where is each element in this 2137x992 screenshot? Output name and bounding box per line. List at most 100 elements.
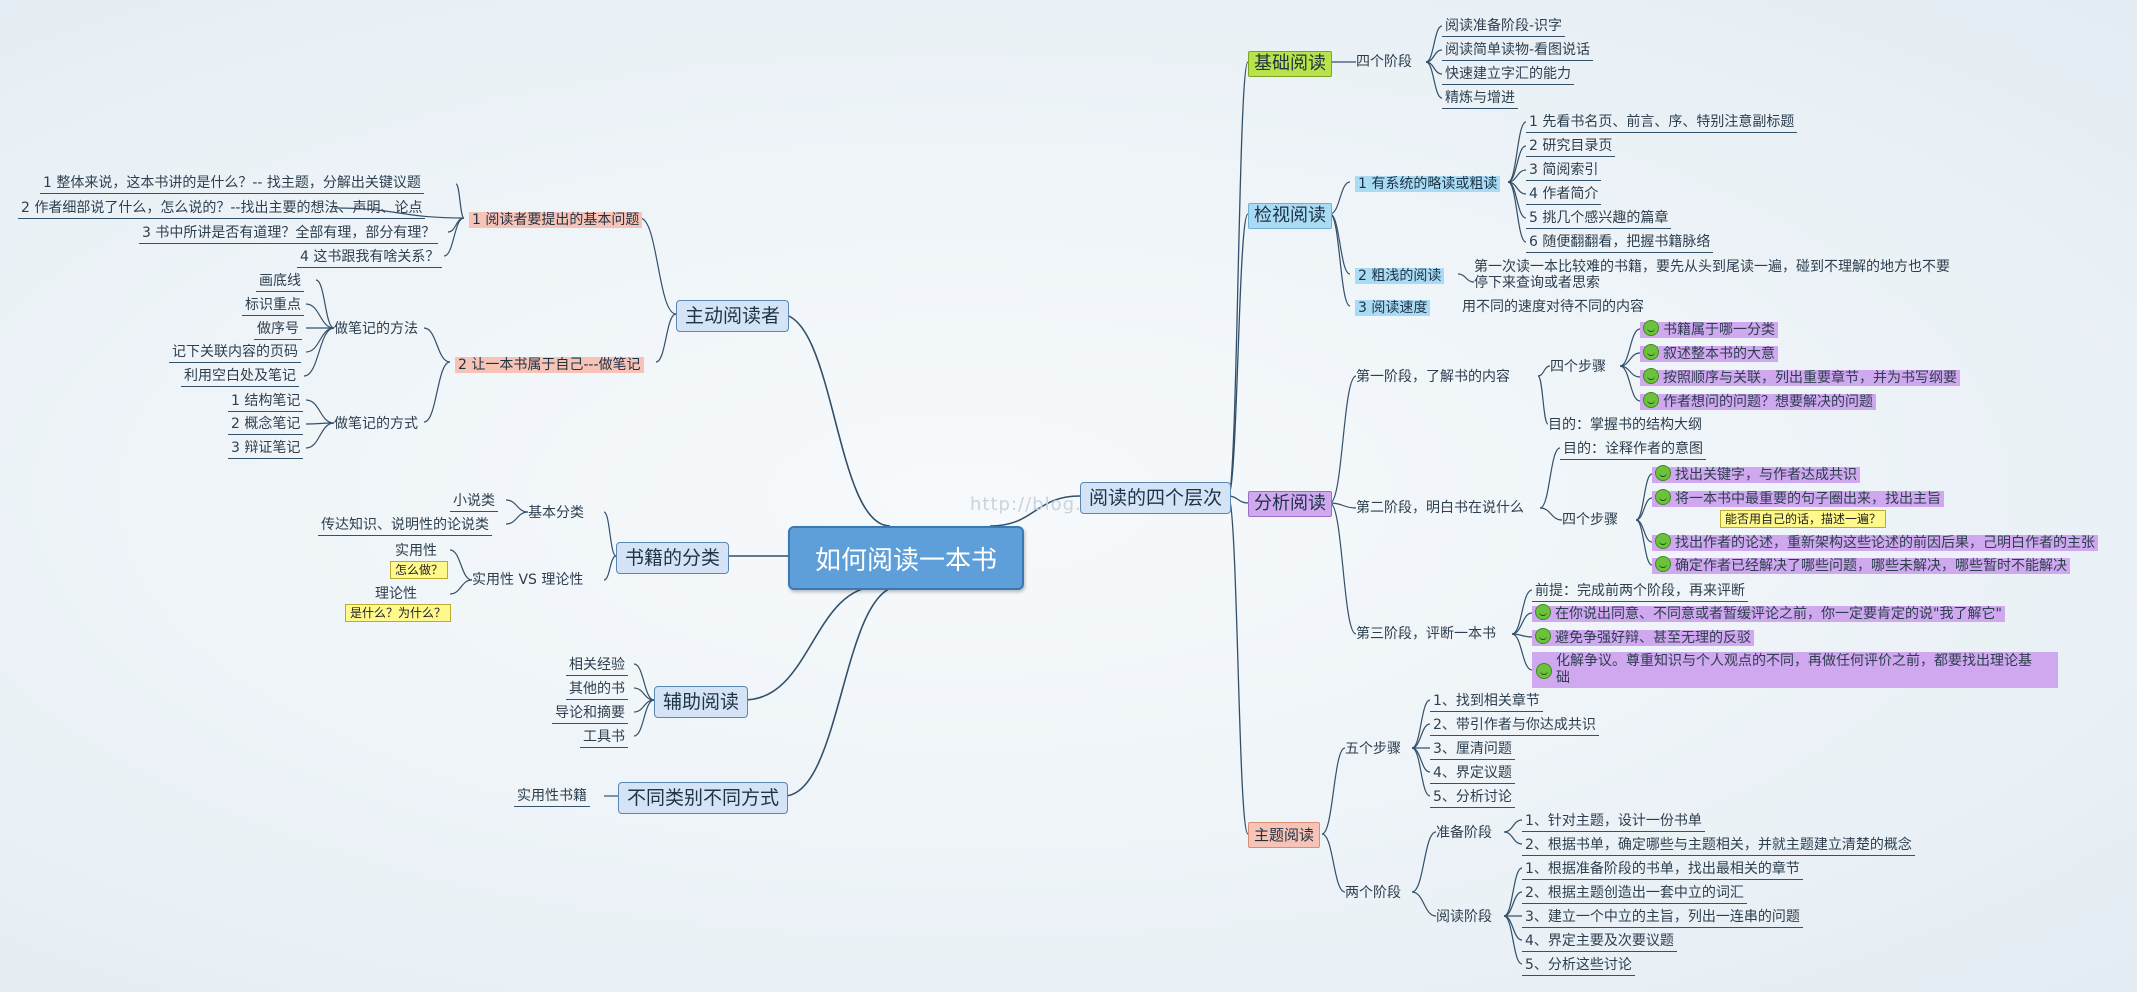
method-item: 做序号 bbox=[254, 320, 302, 340]
connector bbox=[333, 207, 465, 219]
phase3-item: 在你说出同意、不同意或者暂缓评论之前，你一定要肯定的说"我了解它" bbox=[1532, 604, 2005, 623]
connector bbox=[1329, 502, 1357, 509]
smiley-icon bbox=[1643, 344, 1659, 360]
speed-text: 用不同的速度对待不同的内容 bbox=[1462, 299, 1644, 315]
connector bbox=[1321, 833, 1346, 893]
node-practical-vs-theory[interactable]: 实用性 VS 理论性 bbox=[472, 572, 584, 588]
phase1-step: 叙述整本书的大意 bbox=[1640, 344, 1778, 363]
node-superficial[interactable]: 2 粗浅的阅读 bbox=[1350, 264, 1449, 288]
phase2-step: 确定作者已经解决了哪些问题，哪些未解决，哪些暂时不能解决 bbox=[1652, 556, 2070, 575]
node-take-notes[interactable]: 2 让一本书属于自己---做笔记 bbox=[450, 353, 649, 377]
five-step-item: 1、找到相关章节 bbox=[1430, 692, 1543, 712]
superficial-text: 第一次读一本比较难的书籍，要先从头到尾读一遍，碰到不理解的地方也不要 bbox=[1474, 259, 1950, 275]
node-phase1-steps[interactable]: 四个步骤 bbox=[1550, 359, 1606, 375]
connector bbox=[315, 279, 335, 329]
method-item: 记下关联内容的页码 bbox=[169, 343, 301, 363]
read-item: 5、分析这些讨论 bbox=[1522, 956, 1635, 976]
skim-item: 6 随便翻翻看，把握书籍脉络 bbox=[1526, 233, 1714, 253]
phase3-item: 化解争议。尊重知识与个人观点的不同，再做任何评价之前，都要找出理论基 础 bbox=[1532, 652, 2058, 688]
node-topical-reading[interactable]: 主题阅读 bbox=[1248, 822, 1321, 848]
skim-item: 3 简阅索引 bbox=[1526, 161, 1602, 181]
connector bbox=[1503, 915, 1523, 941]
node-active-reader[interactable]: 主动阅读者 bbox=[676, 300, 790, 332]
connector bbox=[1411, 699, 1431, 749]
read-item: 3、建立一个中立的主旨，列出一连串的问题 bbox=[1522, 908, 1803, 928]
node-inspectional-reading[interactable]: 检视阅读 bbox=[1248, 203, 1332, 229]
connector bbox=[1227, 213, 1249, 497]
node-basic-category[interactable]: 基本分类 bbox=[528, 505, 584, 521]
node-phase-3[interactable]: 第三阶段，评断一本书 bbox=[1356, 626, 1496, 642]
node-analytical-reading[interactable]: 分析阅读 bbox=[1248, 491, 1332, 517]
node-five-steps[interactable]: 五个步骤 bbox=[1345, 741, 1401, 757]
aux-item: 相关经验 bbox=[566, 656, 628, 676]
node-phase-1[interactable]: 第一阶段，了解书的内容 bbox=[1356, 369, 1510, 385]
node-prep-phase[interactable]: 准备阶段 bbox=[1436, 825, 1492, 841]
five-step-item: 4、界定议题 bbox=[1430, 764, 1515, 784]
connector bbox=[1227, 61, 1249, 497]
connector bbox=[1329, 375, 1357, 504]
connector bbox=[1503, 891, 1523, 917]
connector bbox=[505, 499, 529, 513]
method-item: 画底线 bbox=[256, 272, 304, 292]
question-item: 2 作者细部说了什么，怎么说的？--找出主要的想法、声明、论点 bbox=[18, 199, 426, 219]
node-read-phase[interactable]: 阅读阶段 bbox=[1436, 909, 1492, 925]
connector bbox=[1635, 497, 1653, 521]
node-aux-reading[interactable]: 辅助阅读 bbox=[654, 686, 749, 718]
connector bbox=[1511, 612, 1533, 635]
connector bbox=[1329, 502, 1357, 635]
prep-item: 2、根据书单，确定哪些与主题相关，并就主题建立清楚的概念 bbox=[1522, 836, 1915, 856]
node-basic-reading[interactable]: 基础阅读 bbox=[1248, 51, 1332, 77]
node-reading-speed[interactable]: 3 阅读速度 bbox=[1350, 296, 1435, 320]
connector bbox=[989, 495, 1081, 527]
node-different-methods[interactable]: 不同类别不同方式 bbox=[618, 782, 789, 814]
node-skimming[interactable]: 1 有系统的略读或粗读 bbox=[1350, 172, 1505, 196]
aux-item: 导论和摘要 bbox=[552, 704, 628, 724]
connector bbox=[1619, 352, 1641, 367]
connector bbox=[1539, 507, 1563, 521]
smiley-icon bbox=[1655, 556, 1671, 572]
node-note-method[interactable]: 做笔记的方法 bbox=[334, 321, 418, 337]
five-step-item: 3、厘清问题 bbox=[1430, 740, 1515, 760]
skim-item: 2 研究目录页 bbox=[1526, 137, 1616, 157]
style-item: 3 辩证笔记 bbox=[228, 439, 304, 459]
connector bbox=[1511, 589, 1533, 635]
node-two-phases[interactable]: 两个阶段 bbox=[1345, 885, 1401, 901]
connector bbox=[1537, 365, 1551, 377]
node-phase-2[interactable]: 第二阶段，明白书在说什么 bbox=[1356, 500, 1524, 516]
connector bbox=[1503, 915, 1523, 965]
smiley-icon bbox=[1655, 489, 1671, 505]
prep-item: 1、针对主题，设计一份书单 bbox=[1522, 812, 1705, 832]
phase1-step: 作者想问的问题？想要解决的问题 bbox=[1640, 392, 1876, 411]
node-phase2-steps[interactable]: 四个步骤 bbox=[1562, 512, 1618, 528]
connector bbox=[1321, 747, 1346, 835]
read-item: 2、根据主题创造出一套中立的词汇 bbox=[1522, 884, 1747, 904]
phase1-step: 书籍属于哪一分类 bbox=[1640, 320, 1778, 339]
note-how-to: 怎么做？ bbox=[390, 561, 449, 579]
five-step-item: 2、带引作者与你达成共识 bbox=[1430, 716, 1599, 736]
skim-item: 5 挑几个感兴趣的篇章 bbox=[1526, 209, 1672, 229]
smiley-icon bbox=[1643, 368, 1659, 384]
connector bbox=[743, 585, 881, 701]
connector bbox=[303, 327, 335, 377]
connector bbox=[633, 687, 655, 701]
root-node[interactable]: 如何阅读一本书 bbox=[788, 526, 1024, 590]
connector bbox=[1425, 25, 1443, 63]
connector bbox=[1539, 447, 1561, 509]
phase2-goal: 目的：诠释作者的意图 bbox=[1560, 440, 1706, 460]
connector bbox=[1619, 328, 1641, 367]
connector bbox=[305, 303, 335, 329]
connector bbox=[423, 361, 451, 423]
node-book-types[interactable]: 书籍的分类 bbox=[616, 542, 730, 574]
connector bbox=[639, 217, 677, 315]
node-four-levels[interactable]: 阅读的四个层次 bbox=[1080, 482, 1232, 514]
connector bbox=[633, 663, 655, 701]
node-basic-questions[interactable]: 1 阅读者要提出的基本问题 bbox=[464, 208, 647, 232]
smiley-icon bbox=[1643, 320, 1659, 336]
node-note-style[interactable]: 做笔记的方式 bbox=[334, 416, 418, 432]
phase2-step: 找出关键字，与作者达成共识 bbox=[1652, 465, 1860, 484]
node-four-stages[interactable]: 四个阶段 bbox=[1356, 54, 1412, 70]
node-theory: 理论性 bbox=[372, 585, 420, 605]
connector bbox=[449, 579, 473, 595]
